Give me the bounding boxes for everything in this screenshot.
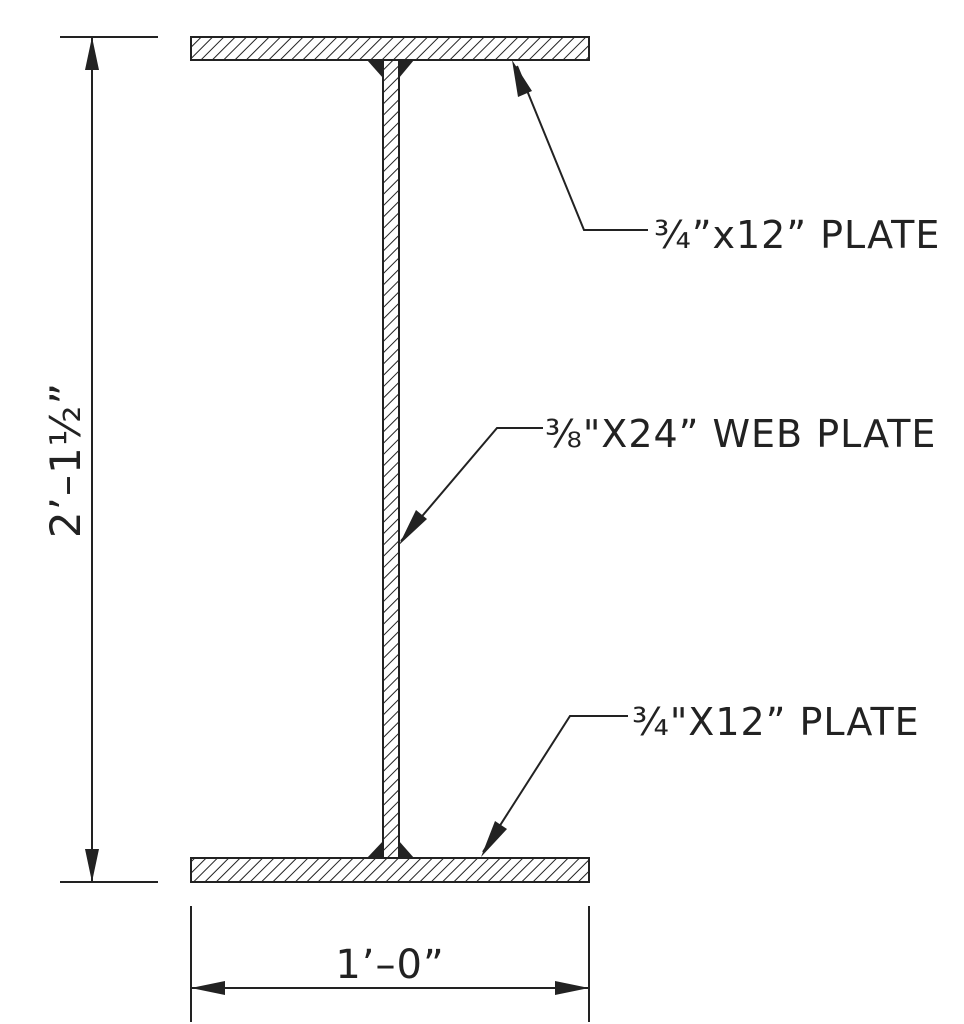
bottom-left-weld (367, 841, 383, 858)
top-flange-leader-arrow (512, 60, 532, 97)
bottom-flange-callout: ¾"X12” PLATE (481, 700, 920, 857)
bottom-right-weld (399, 841, 414, 858)
web-leader (400, 427, 543, 542)
top-flange-callout: ¾”x12” PLATE (512, 60, 940, 257)
web-leader-arrow (399, 510, 427, 545)
top-flange-callout-label: ¾”x12” PLATE (654, 213, 940, 257)
top-right-weld (399, 60, 414, 78)
width-arrow-right (555, 981, 589, 995)
top-flange-plate (190, 36, 590, 61)
depth-dimension: 2’–1½” (41, 36, 158, 883)
depth-arrow-bottom (85, 849, 99, 882)
web-plate (382, 59, 400, 859)
width-arrow-left (191, 981, 225, 995)
web-callout-label: ⅜"X24” WEB PLATE (545, 412, 936, 456)
width-dimension: 1’–0” (190, 906, 590, 1022)
top-left-weld (367, 60, 383, 78)
bottom-flange-leader (482, 715, 628, 853)
bottom-flange-leader-arrow (481, 821, 507, 857)
bottom-flange-plate (190, 857, 590, 883)
depth-dimension-label: 2’–1½” (41, 382, 90, 538)
depth-arrow-top (85, 37, 99, 70)
web-callout: ⅜"X24” WEB PLATE (399, 412, 936, 545)
width-dimension-label: 1’–0” (335, 942, 444, 988)
bottom-flange-callout-label: ¾"X12” PLATE (632, 700, 920, 744)
top-flange-leader (516, 65, 648, 231)
